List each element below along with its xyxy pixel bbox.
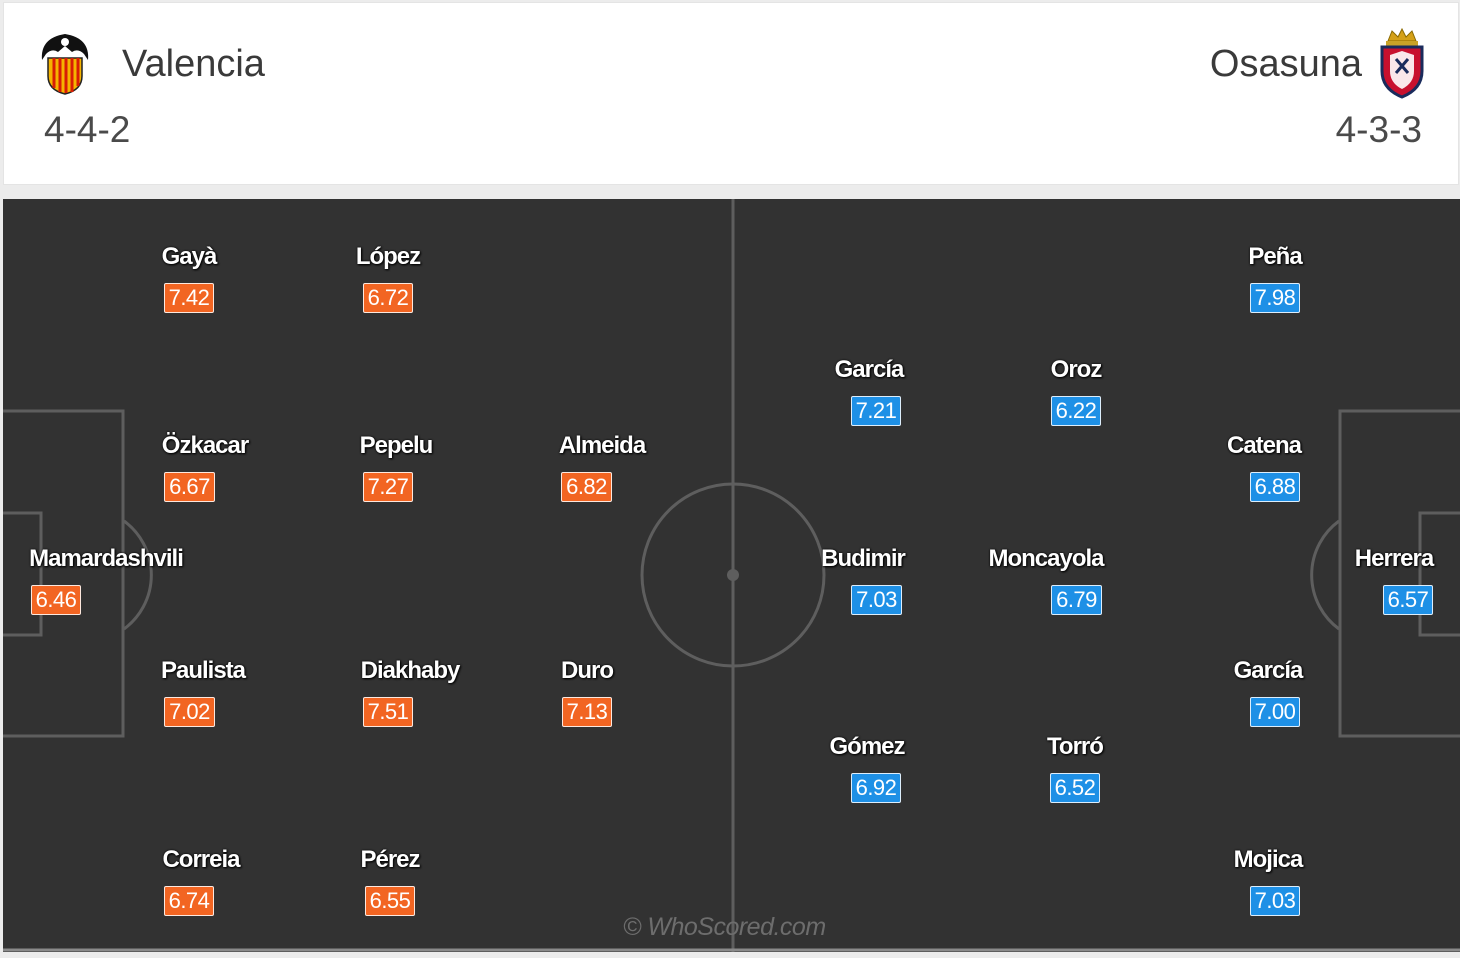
- player-name: Gayà: [161, 243, 218, 270]
- player-rating-badge: 6.82: [561, 472, 612, 502]
- player-name: Oroz: [1050, 356, 1103, 383]
- player-name: Pérez: [360, 846, 420, 873]
- player-home-4[interactable]: Pepelu 7.27: [311, 432, 481, 502]
- pitch-markings: [3, 199, 1460, 952]
- pitch: © WhoScored.com Gayà 7.42 López 6.72 Özk…: [3, 199, 1460, 952]
- player-away-8[interactable]: García 7.00: [1183, 657, 1353, 727]
- player-rating-badge: 6.22: [1050, 396, 1102, 426]
- player-name: García: [834, 356, 905, 383]
- away-team-name[interactable]: Osasuna: [1209, 43, 1362, 85]
- player-name: Moncayola: [988, 545, 1104, 572]
- player-away-11[interactable]: Mojica 7.03: [1183, 846, 1353, 916]
- player-home-1[interactable]: Gayà 7.42: [104, 243, 274, 313]
- player-rating-badge: 7.02: [164, 697, 215, 727]
- player-rating-badge: 6.92: [850, 773, 902, 803]
- player-rating-badge: 6.46: [30, 585, 82, 615]
- player-name: López: [355, 243, 421, 270]
- player-name: Torró: [1047, 733, 1104, 760]
- player-name: Diakhaby: [360, 657, 461, 684]
- player-name: Mamardashvili: [29, 545, 184, 572]
- player-rating-badge: 6.79: [1051, 585, 1102, 615]
- player-home-3[interactable]: Özkacar 6.67: [120, 432, 290, 502]
- player-home-2[interactable]: López 6.72: [303, 243, 473, 313]
- player-rating-badge: 7.00: [1249, 697, 1301, 727]
- home-formation: 4-4-2: [44, 109, 131, 150]
- player-rating-badge: 7.98: [1249, 283, 1301, 313]
- player-name: Herrera: [1354, 545, 1434, 572]
- player-rating-badge: 6.52: [1049, 773, 1101, 803]
- player-rating-badge: 7.03: [851, 585, 902, 615]
- player-rating-badge: 6.57: [1382, 585, 1434, 615]
- player-home-9[interactable]: Duro 7.13: [502, 657, 672, 727]
- player-name: Gómez: [829, 733, 905, 760]
- osasuna-crest-icon: [1380, 27, 1424, 99]
- player-name: Paulista: [160, 657, 246, 684]
- player-name: Budimir: [821, 545, 906, 572]
- player-rating-badge: 7.51: [362, 697, 414, 727]
- player-name: Duro: [561, 657, 614, 684]
- player-away-1[interactable]: Peña 7.98: [1190, 243, 1360, 313]
- player-name: Peña: [1248, 243, 1302, 270]
- player-name: Correia: [162, 846, 240, 873]
- player-rating-badge: 6.67: [164, 472, 215, 502]
- player-home-8[interactable]: Diakhaby 7.51: [325, 657, 495, 727]
- player-name: Mojica: [1233, 846, 1304, 873]
- match-header: Valencia 4-4-2 Osasuna 4-3-3: [3, 2, 1459, 185]
- player-name: Pepelu: [359, 432, 434, 459]
- player-rating-badge: 6.74: [163, 886, 215, 916]
- player-rating-badge: 6.72: [362, 283, 414, 313]
- valencia-crest-icon: [41, 34, 89, 95]
- player-rating-badge: 7.21: [850, 396, 902, 426]
- player-name: Catena: [1226, 432, 1302, 459]
- player-away-2[interactable]: García 7.21: [784, 356, 954, 426]
- player-away-7[interactable]: Herrera 6.57: [1309, 545, 1460, 615]
- player-name: Almeida: [558, 432, 646, 459]
- player-away-3[interactable]: Oroz 6.22: [991, 356, 1161, 426]
- player-away-4[interactable]: Catena 6.88: [1179, 432, 1349, 502]
- player-home-6[interactable]: Mamardashvili 6.46: [21, 545, 191, 615]
- player-home-10[interactable]: Correia 6.74: [116, 846, 286, 916]
- player-home-5[interactable]: Almeida 6.82: [517, 432, 687, 502]
- player-home-11[interactable]: Pérez 6.55: [305, 846, 475, 916]
- away-formation: 4-3-3: [1335, 109, 1422, 150]
- player-name: Özkacar: [161, 432, 249, 459]
- player-rating-badge: 6.55: [364, 886, 416, 916]
- home-team-name[interactable]: Valencia: [122, 43, 265, 85]
- whoscored-watermark: © WhoScored.com: [623, 913, 826, 941]
- player-rating-badge: 7.27: [362, 472, 414, 502]
- player-away-6[interactable]: Moncayola 6.79: [961, 545, 1131, 615]
- player-away-5[interactable]: Budimir 7.03: [778, 545, 948, 615]
- player-rating-badge: 6.88: [1249, 472, 1301, 502]
- player-rating-badge: 7.13: [561, 697, 613, 727]
- player-rating-badge: 7.42: [163, 283, 215, 313]
- player-away-10[interactable]: Torró 6.52: [990, 733, 1160, 803]
- player-home-7[interactable]: Paulista 7.02: [118, 657, 288, 727]
- player-away-9[interactable]: Gómez 6.92: [782, 733, 952, 803]
- player-rating-badge: 7.03: [1249, 886, 1301, 916]
- player-name: García: [1233, 657, 1304, 684]
